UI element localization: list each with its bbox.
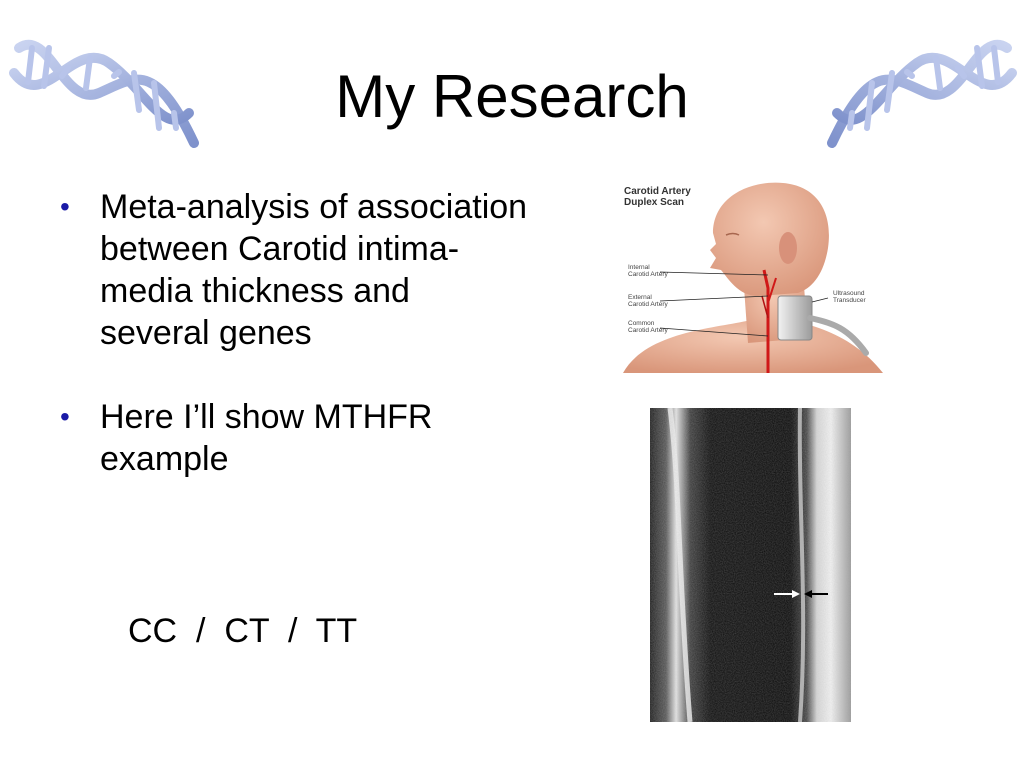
label-ultrasound-transducer: Ultrasound Transducer bbox=[833, 290, 866, 304]
bullet-text: Here I’ll show MTHFR example bbox=[100, 398, 433, 478]
bullet-item-mthfr: • Here I’ll show MTHFR example bbox=[58, 396, 528, 480]
carotid-diagram-image bbox=[623, 182, 883, 373]
ultrasound-image bbox=[650, 408, 851, 722]
label-internal-carotid: Internal Carotid Artery bbox=[628, 264, 668, 278]
slide-title: My Research bbox=[335, 63, 689, 130]
bullet-icon: • bbox=[60, 401, 70, 432]
bullet-item-meta-analysis: • Meta-analysis of association between C… bbox=[58, 186, 528, 354]
dna-helix-icon-right bbox=[827, 40, 1017, 148]
genotype-list: CC / CT / TT bbox=[128, 612, 358, 650]
dna-helix-icon-left bbox=[9, 40, 199, 148]
diagram-title: Carotid Artery Duplex Scan bbox=[624, 186, 691, 208]
label-common-carotid: Common Carotid Artery bbox=[628, 320, 668, 334]
bullet-text: Meta-analysis of association between Car… bbox=[100, 188, 528, 352]
bullet-icon: • bbox=[60, 191, 70, 222]
bullet-list: • Meta-analysis of association between C… bbox=[58, 186, 528, 522]
label-external-carotid: External Carotid Artery bbox=[628, 294, 668, 308]
